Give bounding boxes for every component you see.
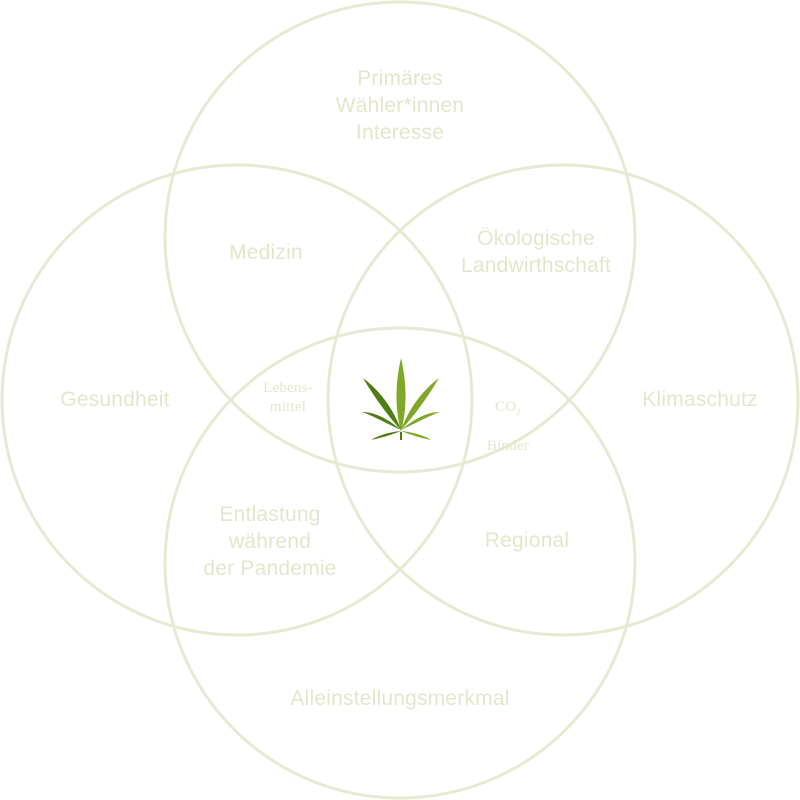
leaf-low-right — [401, 431, 431, 440]
label-binder: Binder — [486, 437, 530, 454]
label-alleinstellungsmerkmal: Alleinstellungsmerkmal — [290, 687, 510, 710]
label-lebensmittel: Lebens- mittel — [263, 380, 313, 415]
leaf-center — [396, 358, 406, 432]
label-co2-subscript: 2 — [516, 406, 521, 417]
label-oekologische-landwirtschaft: Ökologische Landwirthschaft — [460, 227, 612, 277]
label-co2: CO — [495, 398, 517, 415]
leaf-upper-left — [363, 378, 401, 430]
leaf-low-left — [371, 431, 401, 440]
circle-left — [0, 163, 474, 637]
circle-top — [163, 0, 637, 474]
label-regional: Regional — [484, 529, 570, 552]
label-gesundheit: Gesundheit — [60, 388, 170, 411]
circle-right — [326, 163, 800, 637]
label-co2-binder: CO2 Binder — [468, 379, 548, 456]
leaf-upper-right — [401, 378, 439, 430]
label-entlastung-pandemie: Entlastung während der Pandemie — [203, 503, 337, 580]
cannabis-leaf-icon — [362, 358, 440, 440]
label-klimaschutz: Klimaschutz — [642, 388, 758, 411]
circle-bottom — [163, 326, 637, 800]
label-medizin: Medizin — [229, 241, 303, 264]
label-primaeres-interesse: Primäres Wähler*innen Interesse — [335, 67, 465, 144]
